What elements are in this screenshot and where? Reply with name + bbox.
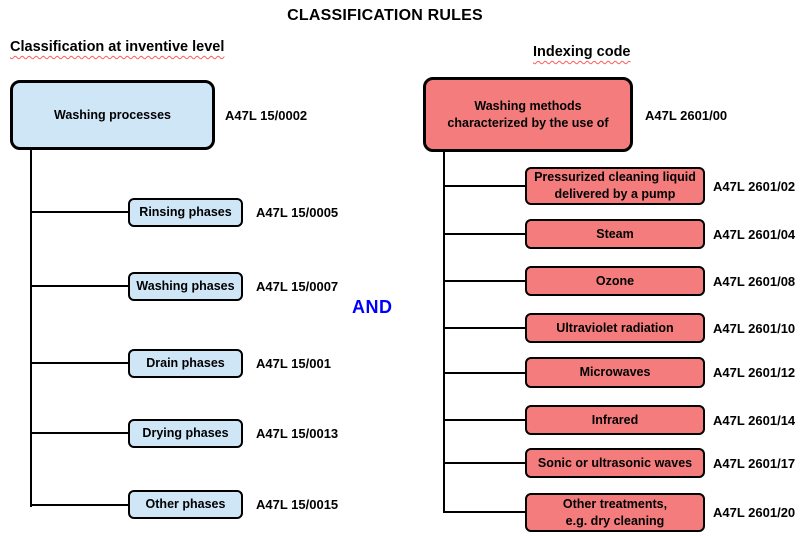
node-label: Drain phases bbox=[146, 356, 225, 371]
code-label: A47L 2601/04 bbox=[713, 226, 796, 242]
branch-line bbox=[30, 504, 128, 506]
branch-line bbox=[443, 185, 525, 187]
branch-line bbox=[30, 432, 128, 434]
branch-line bbox=[443, 419, 525, 421]
code-label: A47L 2601/17 bbox=[713, 455, 796, 471]
right-trunk-line bbox=[443, 152, 445, 513]
code-label: A47L 2601/08 bbox=[713, 273, 796, 289]
node-drying-phases: Drying phases bbox=[128, 419, 243, 448]
code-label: A47L 15/0005 bbox=[256, 205, 339, 220]
node-other-phases: Other phases bbox=[128, 490, 243, 519]
node-washing-phases: Washing phases bbox=[128, 272, 243, 301]
branch-line bbox=[443, 327, 525, 329]
node-pressurized-cleaning-liquid: Pressurized cleaning liquid delivered by… bbox=[525, 167, 705, 205]
page-title: CLASSIFICATION RULES bbox=[287, 7, 483, 24]
node-drain-phases: Drain phases bbox=[128, 349, 243, 378]
left-trunk-line bbox=[30, 150, 32, 507]
node-label: Other treatments, e.g. dry cleaning bbox=[562, 496, 668, 528]
code-label: A47L 2601/12 bbox=[713, 365, 796, 380]
node-washing-methods: Washing methods characterized by the use… bbox=[423, 77, 633, 152]
branch-line bbox=[443, 280, 525, 282]
branch-line bbox=[443, 372, 525, 374]
node-label: Sonic or ultrasonic waves bbox=[537, 455, 693, 470]
code-label: A47L 2601/20 bbox=[713, 505, 796, 520]
node-label: Other phases bbox=[145, 497, 226, 512]
node-label: Pressurized cleaning liquid delivered by… bbox=[534, 170, 696, 201]
and-operator-label: AND bbox=[352, 297, 393, 317]
node-sonic-or-ultrasonic-waves: Sonic or ultrasonic waves bbox=[525, 448, 705, 478]
code-label: A47L 15/0015 bbox=[256, 497, 339, 512]
node-ozone: Ozone bbox=[525, 266, 705, 296]
code-label: A47L 2601/10 bbox=[713, 320, 796, 336]
node-label: Rinsing phases bbox=[139, 205, 232, 220]
node-label: Steam bbox=[596, 226, 634, 241]
node-label: Drying phases bbox=[142, 426, 229, 441]
code-label: A47L 2601/14 bbox=[713, 412, 796, 428]
code-label: A47L 15/0002 bbox=[225, 107, 308, 123]
branch-line bbox=[30, 285, 128, 287]
right-column-header: Indexing code bbox=[533, 44, 631, 60]
branch-line bbox=[30, 211, 128, 213]
code-label: A47L 2601/00 bbox=[645, 107, 728, 123]
node-label: Ultraviolet radiation bbox=[556, 320, 674, 335]
branch-line bbox=[443, 233, 525, 235]
node-label: Microwaves bbox=[579, 365, 651, 380]
code-label: A47L 15/001 bbox=[256, 356, 331, 371]
node-label: Infrared bbox=[591, 412, 639, 427]
branch-line bbox=[30, 362, 128, 364]
node-label: Washing phases bbox=[136, 279, 235, 294]
node-ultraviolet-radiation: Ultraviolet radiation bbox=[525, 313, 705, 343]
node-label: Washing processes bbox=[54, 107, 171, 122]
node-washing-processes: Washing processes bbox=[10, 80, 215, 150]
node-label: Washing methods characterized by the use… bbox=[447, 98, 609, 130]
node-steam: Steam bbox=[525, 219, 705, 249]
branch-line bbox=[443, 511, 525, 513]
node-label: Ozone bbox=[595, 273, 635, 288]
node-microwaves: Microwaves bbox=[525, 357, 705, 388]
node-other-treatments: Other treatments, e.g. dry cleaning bbox=[525, 493, 705, 532]
code-label: A47L 15/0013 bbox=[256, 426, 339, 441]
code-label: A47L 15/0007 bbox=[256, 279, 339, 294]
left-column-header: Classification at inventive level bbox=[10, 39, 225, 55]
node-infrared: Infrared bbox=[525, 405, 705, 435]
node-rinsing-phases: Rinsing phases bbox=[128, 198, 243, 227]
code-label: A47L 2601/02 bbox=[713, 178, 796, 194]
branch-line bbox=[443, 462, 525, 464]
